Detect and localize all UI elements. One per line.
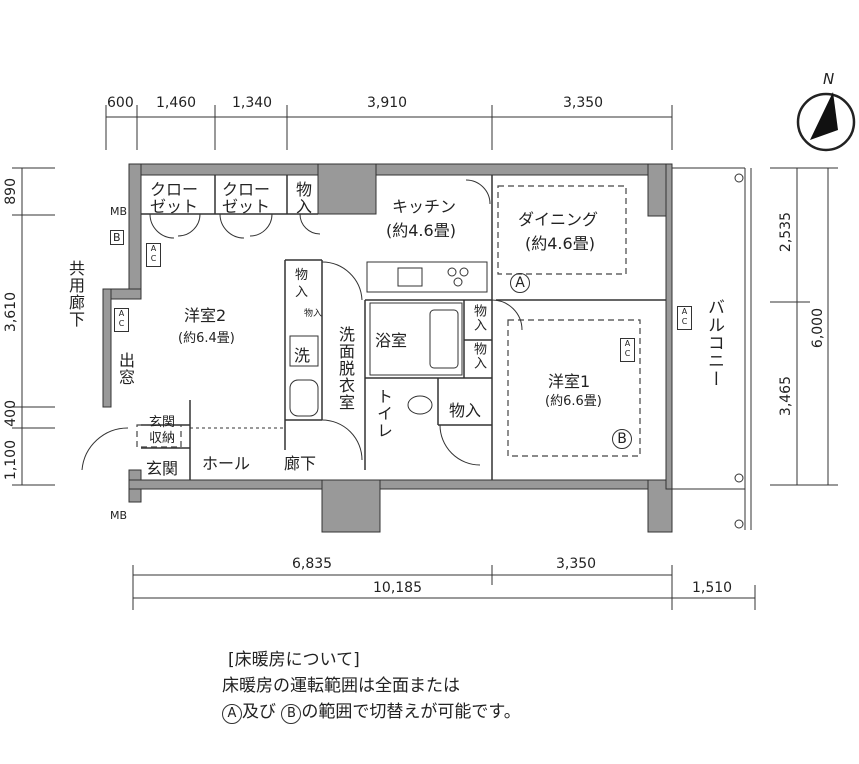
- dim-right-2: 6,000: [810, 308, 826, 349]
- bathroom-label: 浴室: [375, 331, 408, 350]
- compass-icon: [796, 92, 856, 152]
- dim-top-5: 3,350: [563, 95, 604, 111]
- dressing-room-label: 洗面脱衣室: [336, 326, 355, 411]
- storage-mid-label-a: 物: [295, 268, 309, 283]
- toilet-label: トイレ: [374, 388, 393, 439]
- ac-unit-3: A C: [677, 306, 692, 330]
- closet-1-label-a: クロー: [150, 180, 199, 199]
- kitchen-label: キッチン: [392, 197, 457, 216]
- bay-window-label: 出窓: [116, 352, 135, 386]
- mb-top-label: MB: [110, 205, 128, 218]
- dining-label: ダイニング: [518, 210, 599, 229]
- closet-2-label-a: クロー: [222, 180, 271, 199]
- dim-top-3: 1,340: [232, 95, 273, 111]
- corridor-label: 廊下: [284, 454, 317, 473]
- note-marker-b: B: [281, 704, 302, 724]
- western-room-1-size: (約6.6畳): [545, 394, 602, 409]
- dim-left-2: 3,610: [3, 292, 19, 333]
- dim-left-1: 890: [3, 178, 19, 205]
- zone-b-marker: B: [612, 428, 632, 449]
- dim-left-4: 1,100: [3, 440, 19, 481]
- western-room-2-label: 洋室2: [184, 306, 227, 325]
- note-marker-a: A: [222, 704, 242, 724]
- storage-small-label: 物入: [304, 309, 323, 319]
- entrance-storage-label-a: 玄関: [149, 415, 176, 430]
- closet-2-label-b: ゼット: [222, 197, 271, 216]
- dim-left-3: 400: [3, 400, 19, 427]
- dim-right-3: 3,465: [778, 376, 794, 417]
- storage-r1-label: 物入: [471, 304, 486, 332]
- dining-size: (約4.6畳): [525, 234, 595, 253]
- ac-unit-1: A C: [146, 243, 161, 267]
- compass-label: N: [823, 70, 835, 88]
- note-line-1: 床暖房の運転範囲は全面または: [222, 676, 460, 696]
- washer-label: 洗: [294, 346, 311, 365]
- common-corridor-label: 共用廊下: [66, 260, 85, 328]
- zone-a-marker: A: [510, 272, 530, 293]
- dim-top-1: 600: [107, 95, 134, 111]
- closet-1-label-b: ゼット: [150, 197, 199, 216]
- balcony-label: バルコニー: [704, 298, 724, 388]
- dim-top-4: 3,910: [367, 95, 408, 111]
- dim-bottom-3: 10,185: [373, 580, 422, 596]
- storage-r2-label: 物入: [471, 342, 486, 370]
- note-heading: [床暖房について]: [228, 650, 360, 670]
- entrance-label: 玄関: [146, 459, 179, 478]
- mb-bottom-label: MB: [110, 509, 128, 522]
- western-room-1-label: 洋室1: [548, 372, 591, 391]
- storage-mid-label-b: 入: [295, 285, 309, 300]
- dim-top-2: 1,460: [156, 95, 197, 111]
- dim-bottom-1: 6,835: [292, 556, 333, 572]
- hall-label: ホール: [202, 454, 251, 473]
- dim-right-1: 2,535: [778, 212, 794, 253]
- western-room-2-size: (約6.4畳): [178, 331, 235, 346]
- mb-box-label: B: [110, 230, 124, 245]
- kitchen-size: (約4.6畳): [386, 221, 456, 240]
- entrance-storage-label-b: 収納: [149, 431, 176, 446]
- storage-low-label: 物入: [449, 401, 482, 420]
- ac-unit-2: A C: [114, 308, 129, 332]
- dim-bottom-4: 1,510: [692, 580, 733, 596]
- storage-top-label-b: 入: [296, 197, 313, 216]
- storage-top-label-a: 物: [296, 180, 313, 199]
- ac-unit-4: A C: [620, 338, 635, 362]
- dim-bottom-2: 3,350: [556, 556, 597, 572]
